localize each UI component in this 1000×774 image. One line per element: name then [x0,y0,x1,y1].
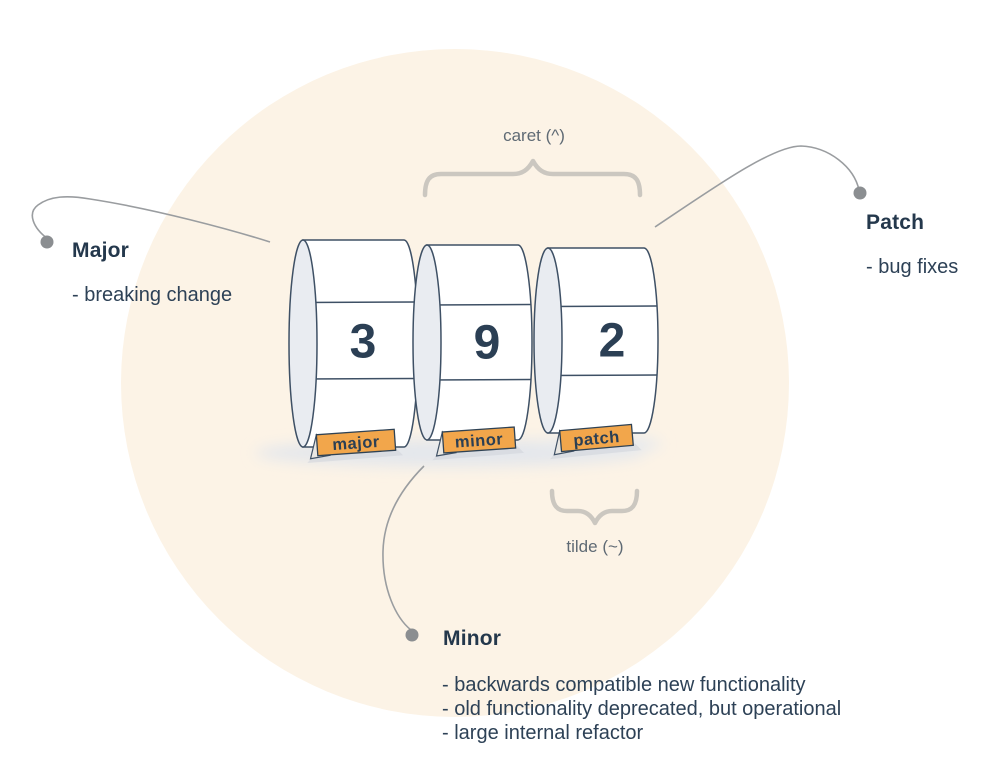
tab-label-patch: patch [573,428,621,450]
tilde-brace [549,488,640,526]
reel-minor: 9 [412,244,533,441]
tab-shadow [432,446,525,461]
tab-shadow [550,443,642,460]
patch-connector-line [654,145,860,228]
tab-major: major [307,428,404,463]
reel-end-cap [533,247,563,434]
tilde-range-label: tilde (~) [566,537,624,556]
caret-range-label: caret (^) [503,126,565,145]
minor-note-2: - old functionality deprecated, but oper… [442,698,842,720]
tab-card [559,423,634,453]
reel-band-line-bottom [302,377,418,380]
minor-connector-line [382,465,425,631]
reel-patch: 2 [533,247,659,434]
reel-digit-minor: 9 [474,317,501,370]
reel-band-line-top [547,305,657,308]
minor-connector-dot [405,628,419,642]
minor-heading: Minor [443,627,502,650]
tab-shadow [307,448,404,463]
tab-card [315,428,397,457]
reel-end-cap [412,244,442,441]
reel-band-line-top [302,301,417,304]
tab-card [441,426,517,454]
major-connector-dot [40,235,54,249]
reel-digit-major: 3 [350,316,377,369]
minor-note-1: - backwards compatible new functionality [442,674,806,696]
tab-patch: patch [550,423,642,460]
major-heading: Major [72,239,130,262]
reel-digit-patch: 2 [599,315,626,368]
major-connector-line [31,195,271,243]
reel-band-line-top [426,303,531,306]
tab-minor: minor [432,426,525,461]
tab-label-minor: minor [454,430,504,451]
reel-band-line-bottom [547,374,658,377]
minor-notes: - backwards compatible new functionality… [442,673,841,745]
reel-body [547,247,659,434]
patch-connector-dot [853,186,867,200]
patch-heading: Patch [866,211,925,234]
minor-note-3: - large internal refactor [442,722,644,744]
major-note: - breaking change [72,284,233,306]
patch-note: - bug fixes [866,256,959,278]
reel-major: 3 [288,239,419,448]
reel-body [426,244,533,441]
tab-label-major: major [332,433,381,454]
reel-end-cap [288,239,318,448]
reel-band-line-bottom [426,378,532,381]
caret-brace [422,158,643,198]
